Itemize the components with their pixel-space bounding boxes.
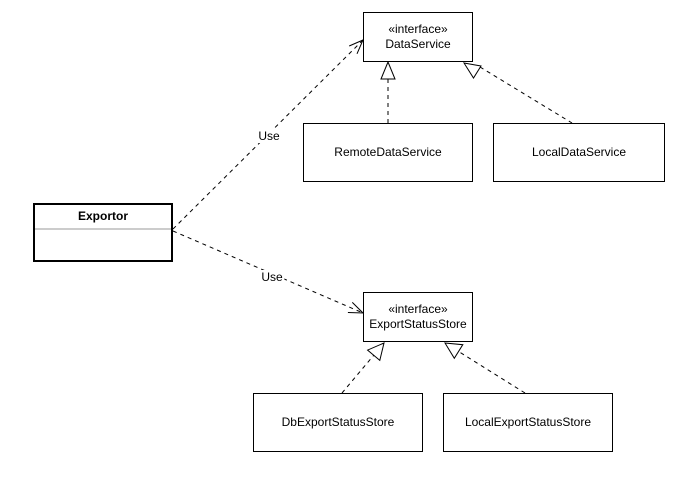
- class-name: RemoteDataService: [334, 145, 442, 159]
- class-body-compartment: [35, 230, 171, 260]
- edge-label-use-exportstatusstore: Use: [259, 270, 285, 284]
- realization-triangle-remotedataservice: [380, 60, 396, 80]
- stereotype-label: «interface»: [388, 22, 448, 36]
- class-box-localdataservice: LocalDataService: [493, 123, 665, 182]
- class-box-exportstatusstore: «interface» ExportStatusStore: [363, 292, 473, 342]
- class-name: LocalExportStatusStore: [464, 415, 592, 429]
- realization-edge-dbexportstatusstore-exportstatusstore: [341, 354, 375, 394]
- realization-edge-localexportstatusstore-exportstatusstore: [458, 351, 526, 394]
- class-box-remotedataservice: RemoteDataService: [303, 123, 473, 182]
- realization-triangle-localexportstatusstore: [444, 342, 464, 360]
- realization-triangle-localdataservice: [462, 62, 482, 79]
- edge-group: [172, 39, 573, 394]
- class-box-dataservice: «interface» DataService: [363, 12, 473, 62]
- class-name: Exportor: [35, 205, 171, 230]
- class-name: ExportStatusStore: [369, 317, 467, 331]
- class-name: DataService: [385, 37, 451, 51]
- stereotype-label: «interface»: [388, 302, 448, 316]
- class-box-localexportstatusstore: LocalExportStatusStore: [443, 393, 613, 452]
- realization-triangle-dbexportstatusstore: [366, 342, 385, 362]
- class-box-exportor: Exportor: [33, 203, 173, 262]
- dependency-edge-exportor-exportstatusstore: [172, 230, 364, 314]
- edge-label-use-dataservice: Use: [256, 129, 282, 143]
- class-box-dbexportstatusstore: DbExportStatusStore: [253, 393, 423, 452]
- class-name: LocalDataService: [531, 145, 627, 159]
- class-name: DbExportStatusStore: [281, 415, 395, 429]
- realization-edge-localdataservice-dataservice: [479, 66, 573, 124]
